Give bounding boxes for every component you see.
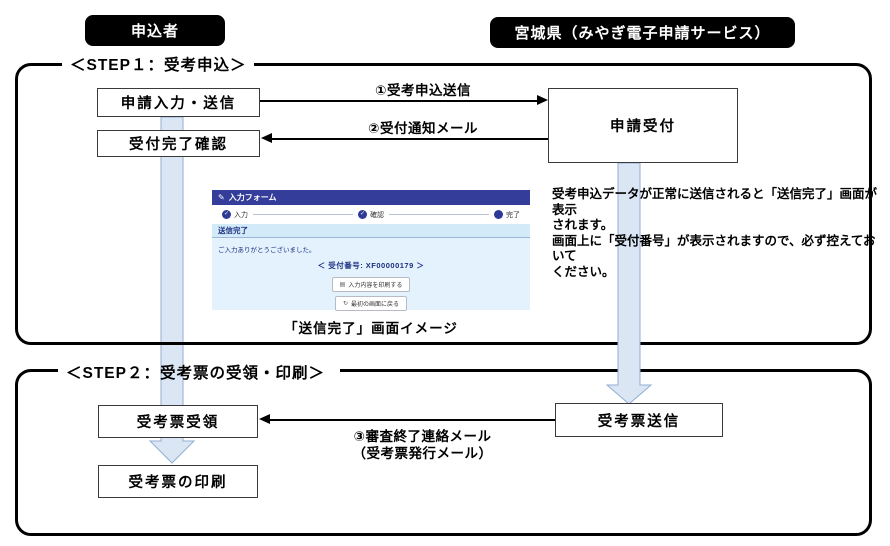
check-circle-icon: ✓ <box>222 210 231 219</box>
arrow-label-line: （受考票発行メール） <box>352 446 493 461</box>
step2-frame <box>15 369 872 536</box>
arrow-label-notify: ②受付通知メール <box>368 121 478 136</box>
step2-title: ＜STEP２：受考票の受領・印刷＞ <box>66 365 325 382</box>
progress-step-complete: 完了 <box>494 210 520 220</box>
step1-frame <box>15 63 872 345</box>
form-body: ご入力ありがとうございました。 ＜ 受付番号: XF00000179 ＞ ▤ 入… <box>212 238 530 311</box>
arrow-line-notify <box>271 138 548 140</box>
back-to-start-button-label: 最初の画面に戻る <box>351 302 400 308</box>
form-buttons: ▤ 入力内容を印刷する ↻ 最初の画面に戻る <box>212 277 530 311</box>
step1-border-patch <box>158 342 186 345</box>
arrowhead-left-icon <box>259 414 270 424</box>
progress-step-label: 入力 <box>234 211 248 219</box>
box-ticket-send: 受考票送信 <box>555 403 723 437</box>
check-circle-icon: ✓ <box>358 210 367 219</box>
form-section-title: 送信完了 <box>212 224 530 238</box>
lane-header-prefecture: 宮城県（みやぎ電子申請サービス） <box>490 17 795 48</box>
box-ticket-receive: 受考票受領 <box>98 405 258 438</box>
print-input-button: ▤ 入力内容を印刷する <box>331 277 411 292</box>
box-application-input-send: 申請入力・送信 <box>97 88 260 117</box>
step2-border-gap <box>58 366 340 375</box>
return-icon: ↻ <box>342 301 348 307</box>
arrow-line-send <box>260 100 538 102</box>
note-line: されます。 <box>552 218 614 232</box>
box-receipt-complete-confirm: 受付完了確認 <box>97 130 260 157</box>
note-line: 画面上に「受付番号」が表示されますので、必ず控えておいて <box>552 233 876 264</box>
step-connector <box>389 214 489 215</box>
filled-circle-icon <box>494 210 503 219</box>
print-input-button-label: 入力内容を印刷する <box>348 283 403 289</box>
arrowhead-right-icon <box>537 95 548 105</box>
form-header-bar: ✎ 入力フォーム <box>212 190 530 205</box>
progress-step-label: 完了 <box>506 211 520 219</box>
box-ticket-print: 受考票の印刷 <box>98 465 258 498</box>
step-connector <box>253 214 353 215</box>
arrow-label-send: ①受考申込送信 <box>375 83 471 98</box>
arrow-label-line: ③審査終了連絡メール <box>353 429 492 444</box>
progress-step-label: 確認 <box>370 211 384 219</box>
progress-step-input: ✓ 入力 <box>222 210 248 220</box>
back-to-start-button: ↻ 最初の画面に戻る <box>334 296 408 311</box>
arrowhead-left-icon <box>261 133 272 143</box>
progress-step-confirm: ✓ 確認 <box>358 210 384 220</box>
note-line: 受考申込データが正常に送信されると「送信完了」画面が表示 <box>552 187 878 217</box>
screen-image-caption: 「送信完了」画面イメージ <box>284 321 458 336</box>
receipt-number-note: 受考申込データが正常に送信されると「送信完了」画面が表示 されます。 画面上に「… <box>552 187 880 280</box>
step1-title: ＜STEP１：受考申込＞ <box>62 53 255 75</box>
form-header-title: 入力フォーム <box>228 193 277 202</box>
note-line: ください。 <box>552 264 615 279</box>
arrow-label-ticket-mail: ③審査終了連絡メール （受考票発行メール） <box>340 428 505 462</box>
printer-icon: ▤ <box>339 282 346 288</box>
sent-complete-screen-image: ✎ 入力フォーム ✓ 入力 ✓ 確認 完了 送信完了 ご入力ありがとうございまし… <box>212 190 530 311</box>
lane-header-applicant: 申込者 <box>85 15 225 46</box>
receipt-number: ＜ 受付番号: XF00000179 ＞ <box>317 261 425 270</box>
arrow-line-ticket-mail <box>269 419 555 421</box>
form-progress-steps: ✓ 入力 ✓ 確認 完了 <box>212 205 530 224</box>
thanks-message: ご入力ありがとうございました。 <box>218 247 316 254</box>
box-application-receive: 申請受付 <box>548 88 738 163</box>
pencil-icon: ✎ <box>218 192 225 202</box>
